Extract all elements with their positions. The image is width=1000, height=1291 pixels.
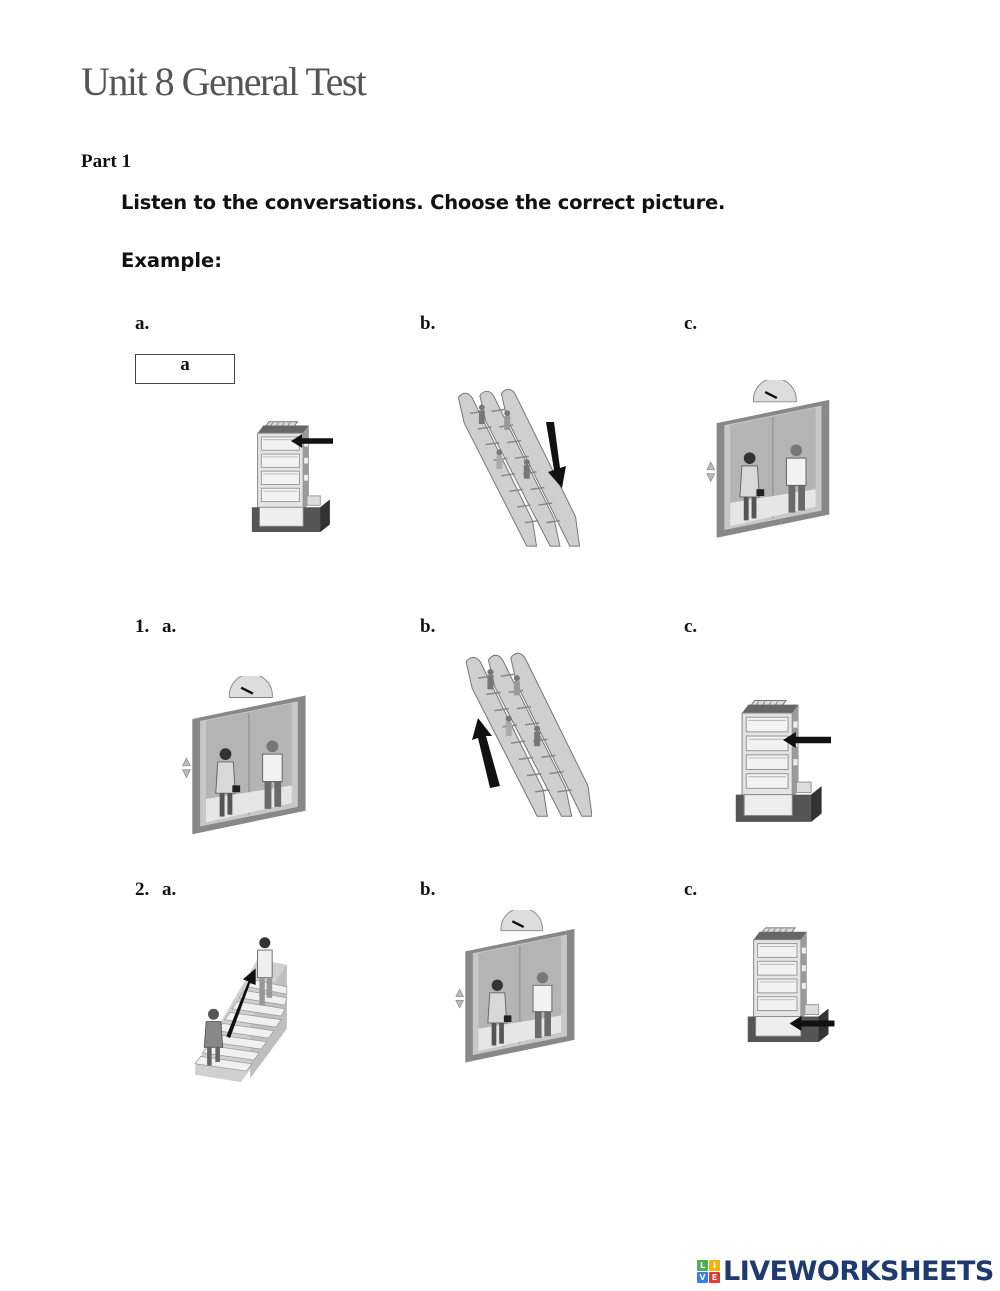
logo-tile-e: E (709, 1272, 720, 1283)
instruction-text: Listen to the conversations. Choose the … (121, 191, 726, 214)
question-2-option-a-label: a. (162, 879, 177, 900)
question-1-option-c-picture[interactable] (730, 690, 842, 826)
logo-tile-l: L (697, 1260, 708, 1271)
elevator-icon (703, 380, 839, 546)
question-2-option-c-picture[interactable] (745, 918, 845, 1046)
arrow-down-icon (546, 422, 566, 488)
stairs-icon (186, 922, 296, 1090)
example-option-b-label: b. (420, 313, 436, 334)
logo-tile-v: V (697, 1272, 708, 1283)
question-1-option-c-label: c. (684, 616, 698, 637)
building-icon (250, 412, 345, 536)
question-2-option-a-picture[interactable] (186, 922, 296, 1090)
example-option-a-picture (250, 412, 345, 536)
example-label: Example: (121, 249, 223, 272)
elevator-icon (448, 910, 588, 1070)
question-1-option-b-label: b. (420, 616, 436, 637)
logo-tile-i: I (709, 1260, 720, 1271)
building-icon (730, 690, 842, 826)
logo-text: LIVEWORKSHEETS (723, 1256, 994, 1287)
arrow-left-icon (781, 1016, 843, 1031)
question-1-option-a-label: a. (162, 616, 177, 637)
arrow-left-icon (284, 434, 340, 448)
liveworksheets-logo: L I V E LIVEWORKSHEETS (697, 1256, 994, 1287)
question-2-number: 2. (135, 879, 150, 900)
question-1-option-b-picture[interactable] (460, 646, 592, 822)
example-answer-input[interactable]: a (135, 354, 235, 384)
example-option-c-label: c. (684, 313, 698, 334)
page-title: Unit 8 General Test (81, 59, 367, 104)
question-1-option-a-picture[interactable] (177, 676, 317, 842)
example-option-a-label: a. (135, 313, 150, 334)
example-option-c-picture (703, 380, 839, 546)
logo-tiles: L I V E (697, 1260, 720, 1283)
example-option-b-picture (452, 384, 580, 550)
question-2-option-b-label: b. (420, 879, 436, 900)
question-2-option-b-picture[interactable] (448, 910, 588, 1070)
arrow-up-icon (472, 718, 500, 788)
elevator-icon (177, 676, 317, 842)
question-1-number: 1. (135, 616, 150, 637)
arrow-left-icon (772, 732, 842, 748)
part-heading: Part 1 (81, 151, 132, 172)
question-2-option-c-label: c. (684, 879, 698, 900)
